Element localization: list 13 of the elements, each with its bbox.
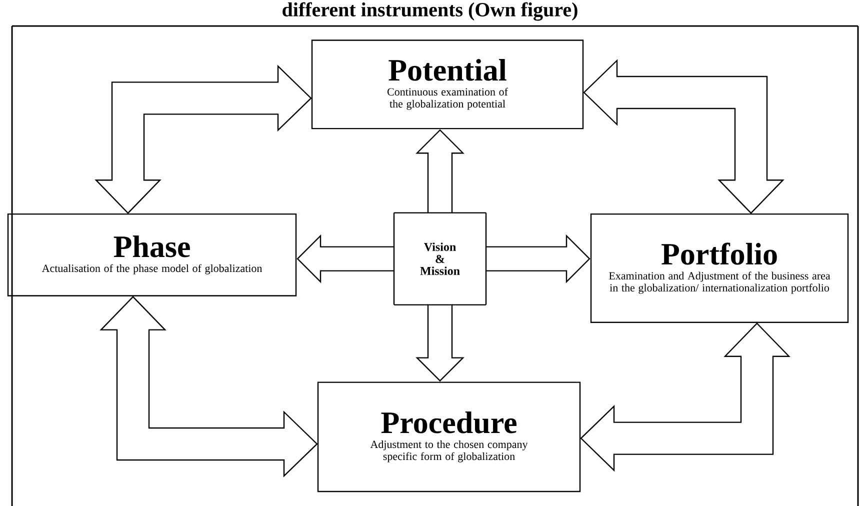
block-arrow [485, 234, 590, 284]
title: different instruments (Own figure) [282, 2, 578, 21]
bent-double-arrow [583, 59, 784, 214]
text-box: Procedure Adjustment to the chosen company specific form of globalization [317, 382, 581, 492]
text-box: Phase Actualisation of the phase model of globalization [7, 213, 297, 296]
bent-double-arrow [580, 322, 790, 472]
block-arrow [416, 304, 464, 382]
text-box: Portfolio Examination and Adjustment of the business area in the globalization/ internationalization portfolio [590, 213, 849, 323]
bent-double-arrow [100, 296, 318, 478]
block-arrow [296, 234, 395, 284]
block-arrow [416, 129, 464, 214]
bent-double-arrow [94, 64, 312, 214]
text-box: Potential Continuous examination of the globalization potential [311, 40, 584, 130]
